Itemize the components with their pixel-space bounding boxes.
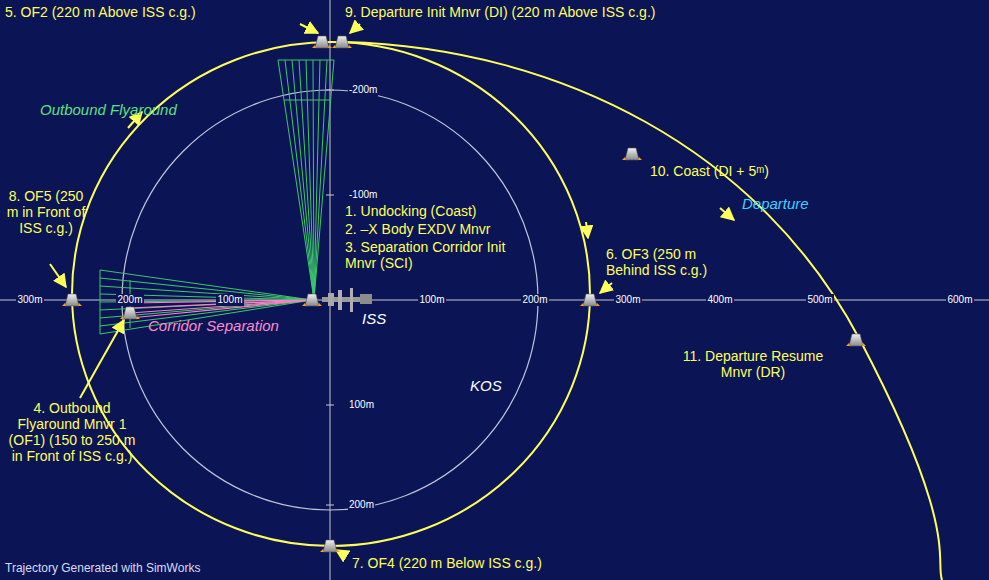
callout-label: 2. –X Body EXDV Mnvr: [345, 221, 491, 237]
callout-label: 11. Departure Resume Mnvr (DR): [668, 348, 838, 380]
region-label: KOS: [470, 378, 502, 394]
iss-structure: [322, 288, 372, 312]
direction-arrow: [586, 222, 588, 238]
axis-tick-label: -200m: [348, 84, 378, 96]
spacecraft-icons: [62, 36, 866, 552]
callout-label: 3. Separation Corridor Init Mnvr (SCI): [345, 239, 520, 271]
region-label: Outbound Flyaround: [40, 102, 177, 118]
callout-label: 9. Departure Init Mnvr (DI) (220 m Above…: [345, 4, 655, 20]
region-label: Departure: [742, 196, 809, 212]
axis-tick-label: 500m: [806, 294, 833, 306]
departure-trajectory: [345, 42, 942, 580]
callout-label: 4. Outbound Flyaround Mnvr 1 (OF1) (150 …: [6, 400, 138, 464]
region-label: ISS: [362, 311, 386, 327]
axis-tick-label: 400m: [706, 294, 733, 306]
axis-tick-label: 100m: [348, 399, 375, 411]
callout-label: 7. OF4 (220 m Below ISS c.g.): [352, 555, 542, 571]
axis-tick-label: 300m: [614, 294, 641, 306]
callout-label: 5. OF2 (220 m Above ISS c.g.): [5, 4, 196, 20]
y-axis: [330, 0, 331, 580]
direction-arrow: [720, 208, 734, 220]
callout-label: 10. Coast (DI + 5ᵐ): [650, 163, 769, 179]
axis-tick-label: 200m: [521, 294, 548, 306]
credit-note: Trajectory Generated with SimWorks: [5, 560, 200, 576]
axis-tick-label: 300m: [16, 294, 43, 306]
region-label: Corridor Separation: [148, 318, 279, 334]
x-axis: [0, 300, 989, 301]
kos-circle: [122, 90, 538, 510]
axis-tick-label: -100m: [348, 189, 378, 201]
callout-label: 1. Undocking (Coast): [345, 203, 477, 219]
callout-label: 8. OF5 (250 m in Front of ISS c.g.): [4, 188, 88, 236]
axis-tick-label: 200m: [116, 294, 143, 306]
axis-tick-label: 600m: [946, 294, 973, 306]
axis-tick-label: 100m: [216, 294, 243, 306]
axis-ticks: [30, 90, 960, 505]
axis-tick-label: 100m: [418, 294, 445, 306]
callout-label: 6. OF3 (250 m Behind ISS c.g.): [606, 246, 731, 278]
axis-tick-label: 200m: [348, 499, 375, 511]
